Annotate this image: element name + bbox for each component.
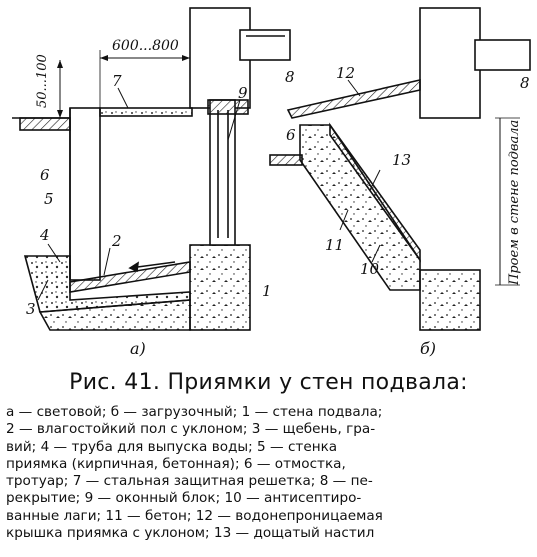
label-a-9: 9 [238, 84, 248, 102]
label-b-side: Проем в стене подвала [507, 120, 522, 286]
label-part-a: а) [130, 339, 146, 358]
pit-drawing: 600...800 50...100 7 8 9 6 5 4 2 3 1 а) … [12, 7, 531, 358]
label-a-50-100: 50...100 [35, 54, 50, 108]
label-a-600-800: 600...800 [112, 38, 179, 54]
label-a-7: 7 [112, 72, 122, 90]
legend-line: 2 — влагостойкий пол с уклоном; 3 — щебе… [6, 421, 376, 438]
legend-line: тротуар; 7 — стальная защитная решетка; … [6, 473, 373, 490]
label-b-8: 8 [520, 74, 530, 92]
figure-a [12, 7, 291, 331]
label-b-11: 11 [325, 236, 344, 254]
legend-line: ванные лаги; 11 — бетон; 12 — водонепрон… [6, 507, 383, 524]
label-a-2: 2 [111, 232, 122, 250]
label-a-1: 1 [262, 282, 272, 300]
legend-line: крышка приямка с уклоном; 13 — дощатый н… [6, 525, 375, 542]
figure-b [269, 7, 531, 331]
label-a-8: 8 [285, 68, 295, 86]
label-b-10: 10 [360, 260, 380, 278]
figure-caption: Рис. 41. Приямки у стен подвала: [69, 370, 468, 395]
label-b-13: 13 [392, 151, 411, 169]
label-b-12: 12 [336, 64, 355, 82]
legend-line: приямка (кирпичная, бетонная); 6 — отмос… [6, 455, 346, 472]
label-a-6: 6 [40, 166, 50, 184]
figure-legend: а — световой; б — загрузочный; 1 — стена… [6, 404, 532, 542]
label-b-6: 6 [286, 126, 296, 144]
legend-line: вий; 4 — труба для выпуска воды; 5 — сте… [6, 438, 338, 455]
label-a-4: 4 [39, 226, 50, 244]
label-part-b: б) [420, 339, 436, 358]
label-a-3: 3 [26, 300, 36, 318]
legend-line: рекрытие; 9 — оконный блок; 10 — антисеп… [6, 490, 362, 507]
legend-line: а — световой; б — загрузочный; 1 — стена… [6, 404, 383, 420]
label-a-5: 5 [44, 190, 54, 208]
